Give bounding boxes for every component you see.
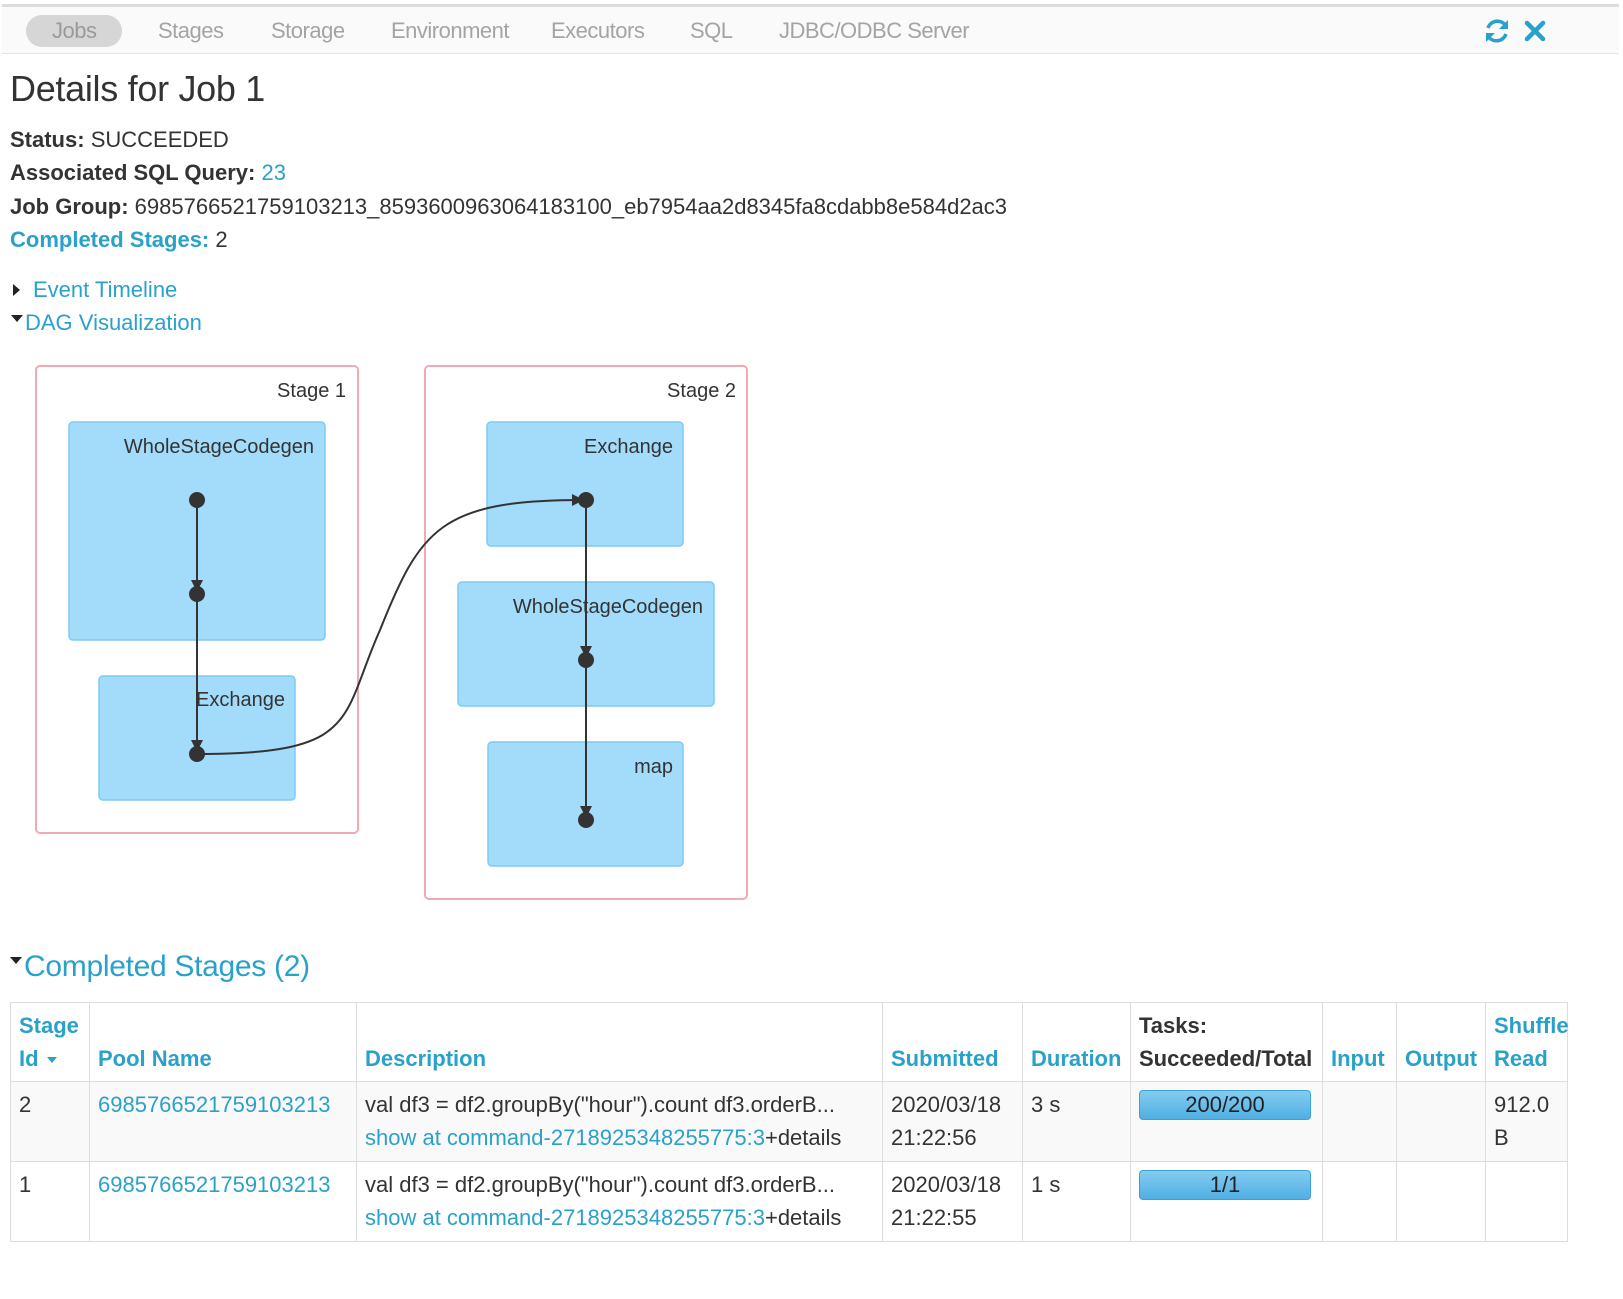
sql-query-link[interactable]: 23 <box>261 160 286 185</box>
collapse-arrow-icon <box>11 314 23 322</box>
cell-submitted: 2020/03/18 21:22:56 <box>882 1081 1023 1162</box>
table-row: 2 6985766521759103213 val df3 = df2.grou… <box>10 1081 1568 1162</box>
dag-edges <box>191 494 592 818</box>
sql-query-line: Associated SQL Query: 23 <box>10 160 286 186</box>
header-submitted[interactable]: Submitted <box>882 1002 1023 1082</box>
dag-visualization-toggle[interactable]: DAG Visualization <box>11 310 202 336</box>
event-timeline-toggle[interactable]: Event Timeline <box>13 277 177 303</box>
tab-stages[interactable]: Stages <box>158 18 224 43</box>
header-stage-id[interactable]: Stage Id <box>10 1002 90 1082</box>
tab-environment[interactable]: Environment <box>391 18 510 43</box>
status-label: Status: <box>10 127 85 152</box>
tasks-progress-bar: 1/1 <box>1139 1170 1311 1200</box>
status-line: Status: SUCCEEDED <box>10 127 229 153</box>
pool-name-link[interactable]: 6985766521759103213 <box>98 1092 331 1117</box>
cell-description: val df3 = df2.groupBy("hour").count df3.… <box>356 1081 883 1162</box>
header-input[interactable]: Input <box>1322 1002 1397 1082</box>
refresh-icon[interactable] <box>1482 15 1512 47</box>
page-title: Details for Job 1 <box>10 68 266 109</box>
header-description[interactable]: Description <box>356 1002 883 1082</box>
completed-stages-line: Completed Stages: 2 <box>10 227 228 253</box>
close-icon[interactable] <box>1520 15 1550 47</box>
cell-duration: 3 s <box>1022 1081 1131 1162</box>
cell-shuffle-read: 912.0 B <box>1485 1081 1568 1162</box>
header-shuffle-read[interactable]: Shuffle Read <box>1485 1002 1569 1082</box>
description-link[interactable]: show at command-2718925348255775:3 <box>365 1125 765 1150</box>
description-link[interactable]: show at command-2718925348255775:3 <box>365 1205 765 1230</box>
tab-storage[interactable]: Storage <box>271 18 345 43</box>
dag-node-label: map <box>634 756 673 778</box>
cell-shuffle-read <box>1485 1161 1568 1242</box>
tab-jobs[interactable]: Jobs <box>26 15 123 47</box>
tab-jdbc-odbc-server[interactable]: JDBC/ODBC Server <box>779 18 970 43</box>
sort-desc-icon <box>46 1057 57 1064</box>
description-text: val df3 = df2.groupBy("hour").count df3.… <box>365 1172 835 1197</box>
cell-input <box>1322 1081 1397 1162</box>
collapse-arrow-icon <box>10 956 22 964</box>
completed-stages-title: Completed Stages (2) <box>24 950 310 983</box>
job-group-value: 6985766521759103213_8593600963064183100_… <box>134 194 1008 219</box>
header-duration[interactable]: Duration <box>1022 1002 1131 1082</box>
table-header-row: Stage Id Pool Name Description Submitted… <box>10 1002 1569 1082</box>
completed-stages-table: Stage Id Pool Name Description Submitted… <box>10 1002 1569 1242</box>
cell-submitted: 2020/03/18 21:22:55 <box>882 1161 1023 1242</box>
cell-stage-id: 2 <box>10 1081 90 1162</box>
cell-stage-id: 1 <box>10 1161 90 1242</box>
job-group-line: Job Group: 6985766521759103213_859360096… <box>10 194 1007 220</box>
dag-visualization-label: DAG Visualization <box>25 310 202 335</box>
dag-node-label: WholeStageCodegen <box>124 436 314 458</box>
header-output[interactable]: Output <box>1396 1002 1486 1082</box>
cell-pool-name: 6985766521759103213 <box>89 1081 357 1162</box>
expand-arrow-icon <box>13 284 20 296</box>
cell-input <box>1322 1161 1397 1242</box>
table-row: 1 6985766521759103213 val df3 = df2.grou… <box>10 1161 1568 1242</box>
cell-tasks: 200/200 <box>1130 1081 1323 1162</box>
dag-node-label: WholeStageCodegen <box>513 596 703 618</box>
completed-stages-count: 2 <box>215 227 228 252</box>
completed-stages-link[interactable]: Completed Stages: <box>10 227 210 252</box>
cell-tasks: 1/1 <box>1130 1161 1323 1242</box>
details-toggle[interactable]: +details <box>764 1125 842 1150</box>
dag-node-label: Exchange <box>584 436 673 458</box>
event-timeline-label: Event Timeline <box>33 277 178 302</box>
cell-duration: 1 s <box>1022 1161 1131 1242</box>
top-navbar: Jobs Stages Storage Environment Executor… <box>2 4 1619 54</box>
tasks-progress-bar: 200/200 <box>1139 1090 1311 1120</box>
pool-name-link[interactable]: 6985766521759103213 <box>98 1172 331 1197</box>
stage-1-label: Stage 1 <box>277 380 346 402</box>
header-pool-name[interactable]: Pool Name <box>89 1002 357 1082</box>
dag-node-label: Exchange <box>196 689 285 711</box>
description-text: val df3 = df2.groupBy("hour").count df3.… <box>365 1092 835 1117</box>
cell-pool-name: 6985766521759103213 <box>89 1161 357 1242</box>
dag-dots <box>189 492 594 828</box>
job-group-label: Job Group: <box>10 194 129 219</box>
tab-executors[interactable]: Executors <box>551 18 645 43</box>
tab-sql[interactable]: SQL <box>690 18 733 43</box>
completed-stages-toggle[interactable]: Completed Stages (2) <box>10 950 310 984</box>
sql-query-label: Associated SQL Query: <box>10 160 256 185</box>
stage-2-label: Stage 2 <box>667 380 736 402</box>
cell-output <box>1396 1161 1486 1242</box>
cell-description: val df3 = df2.groupBy("hour").count df3.… <box>356 1161 883 1242</box>
details-toggle[interactable]: +details <box>764 1205 842 1230</box>
header-tasks: Tasks: Succeeded/Total <box>1130 1002 1323 1082</box>
status-value: SUCCEEDED <box>90 127 229 152</box>
cell-output <box>1396 1081 1486 1162</box>
dag-visualization: Stage 1 WholeStageCodegen Exchange Stage… <box>0 350 800 920</box>
